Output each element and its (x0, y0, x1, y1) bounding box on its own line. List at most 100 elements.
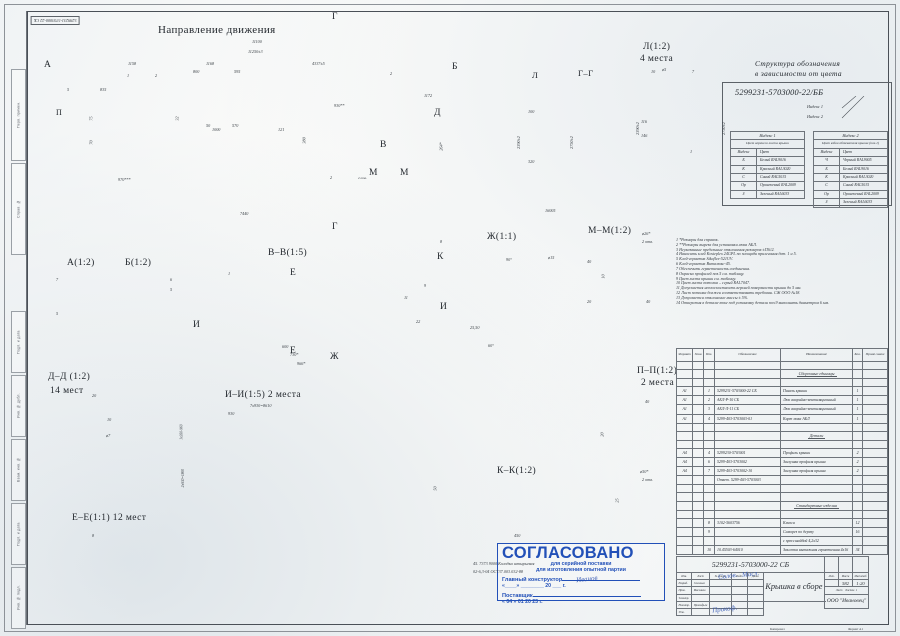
cell-qty: 1 (852, 413, 864, 424)
spec-col-name: Наименование (780, 348, 854, 362)
cell-color: Синий RAL5015 (756, 173, 805, 183)
cell-zone (692, 404, 705, 415)
titleblock-name-prov: Маслаков (691, 586, 710, 595)
index-pointer-lines (841, 96, 865, 119)
cell-qty: 1 (852, 404, 864, 415)
cell-zone (692, 447, 705, 459)
cell-name: Заглушка профиля крыши (780, 457, 854, 468)
titleblock-footer-right: Формат А1 (848, 627, 864, 631)
dim-main-50: 50 (206, 123, 211, 128)
dim-zh-2550: 25,50 (470, 325, 480, 330)
cell-zone (692, 466, 705, 477)
titleblock-footer-left: Копировал (770, 627, 785, 631)
margin-box-2: Подп. и дата (11, 311, 26, 373)
cell-note (862, 526, 889, 537)
cell-format (675, 544, 694, 556)
spec-col-note: Приме-чание (862, 348, 889, 362)
index1-col-color: Цвет (756, 147, 805, 158)
dim-gg-100: 100 (528, 109, 535, 114)
dim-zh-o15: ø15 (548, 255, 555, 260)
view-label-A: А(1:2) (67, 258, 95, 268)
cell-color: Оранжевый RAL2009 (756, 181, 805, 191)
cell-qty: 12 (852, 517, 864, 528)
titleblock-name-razrab: Соловьев (691, 579, 710, 588)
section-mark-B: Б (452, 62, 458, 72)
direction-of-travel-label: Направление движения (158, 24, 276, 36)
spec-section-row: Детали (675, 430, 889, 441)
cell-format: А1 (675, 395, 694, 406)
dim-pp-20: 20 (599, 432, 605, 437)
spec-col-pos: Поз. (703, 348, 716, 362)
note-item: 13 Допускается отклонение массы ± 5%. (676, 294, 749, 300)
index2-subheader: Цвет юбки обтекателя крыши (поз.1) (813, 139, 888, 149)
section-mark-I-right: И (440, 302, 448, 312)
cell-qty: 2 (852, 447, 864, 459)
dim-l-10: 10 (651, 69, 656, 74)
dim-main-930: 930** (334, 103, 345, 108)
dim-main-7440: 7440 (240, 211, 249, 216)
dim-main-1172: 1172 (424, 93, 433, 98)
cell-pos (703, 535, 716, 546)
dim-l-146: 146 (641, 133, 648, 138)
dim-l-2750: 2750±2 (720, 122, 726, 135)
spec-spacer-row (675, 360, 889, 371)
spec-col-zone: Зона (692, 348, 705, 362)
cell-zone (692, 413, 705, 424)
cell-index: Б (730, 156, 757, 166)
cell-format: А4 (675, 466, 694, 477)
stamp-supplier-label: Поставщик (502, 592, 533, 599)
section-mark-G-top: Г (332, 12, 338, 22)
cell-pos: 4 (703, 447, 716, 459)
cell-qty: 2 (852, 466, 864, 477)
margin-box-6: Инв. № подл. (11, 567, 26, 629)
balloon-zh-8: 8 (440, 239, 443, 244)
dim-main-2otv: 2 отв. (358, 176, 368, 180)
dim-dd-20: 20 (92, 393, 97, 398)
cell-code: Ответ. 5299-403-5703003 (714, 475, 782, 486)
cell-note (862, 404, 889, 415)
cell-qty: 34 (852, 544, 864, 556)
balloon-b-6: 6 (170, 277, 173, 282)
cell-note (862, 517, 889, 528)
cell-qty (852, 475, 864, 486)
spec-spacer-row (675, 378, 889, 388)
titleblock-company: ООО "Ивановец" (824, 593, 869, 609)
spec-section-title: Стандартные изделия (794, 502, 839, 509)
titleblock-lit-cell-3 (852, 556, 869, 573)
cell-name: Клипса (780, 517, 854, 528)
spec-spacer-row (675, 439, 889, 449)
dim-zh-20: 20 (587, 299, 592, 304)
cell-code: 5299-403-5703003-01 (714, 413, 782, 424)
cell-name: Люк аварийно-вентиляционный (780, 404, 854, 415)
dim-main-835: 835 (100, 87, 107, 92)
cell-format: А1 (675, 413, 694, 424)
note-item: 4 Наносить клей Kosteplex 24GPL по площа… (676, 251, 797, 257)
view-label-L2: Л (532, 70, 539, 80)
balloon-2b: 2 (390, 71, 393, 76)
cell-name: Карт люка АБЛ (780, 413, 854, 424)
section-mark-A: А (44, 60, 52, 70)
cell-pos: 3 (703, 404, 716, 415)
titleblock-sheet-label: Лист (835, 588, 843, 592)
cell-pos: 9 (703, 526, 716, 537)
dim-vv-730: 730* (290, 352, 299, 357)
cell-pos: 8 (703, 517, 716, 528)
connector-note-line1: 45. 7373 9000 Колодка штырьевая (473, 561, 535, 566)
dim-zh-60: 60° (488, 343, 494, 348)
note-item: 1 *Размеры для справок. (676, 237, 719, 242)
dim-ii-2x930: 2х930=1860 (181, 468, 186, 488)
cell-index: Ч (813, 156, 840, 166)
titleblock-scale-label: Масштаб (852, 571, 869, 581)
balloon-b-5: 5 (170, 287, 173, 292)
cell-name: Профиль крыши (780, 447, 854, 459)
view-label-EE: Е–Е(1:1) 12 мест (72, 513, 147, 523)
stamp-chief-designer-label: Главный конструктор (502, 576, 563, 583)
spec-spacer-row (675, 422, 889, 432)
cell-zone (692, 535, 705, 546)
cell-qty: 1 (852, 386, 864, 397)
stamp-sub-serial: для серийной поставки (550, 561, 612, 567)
